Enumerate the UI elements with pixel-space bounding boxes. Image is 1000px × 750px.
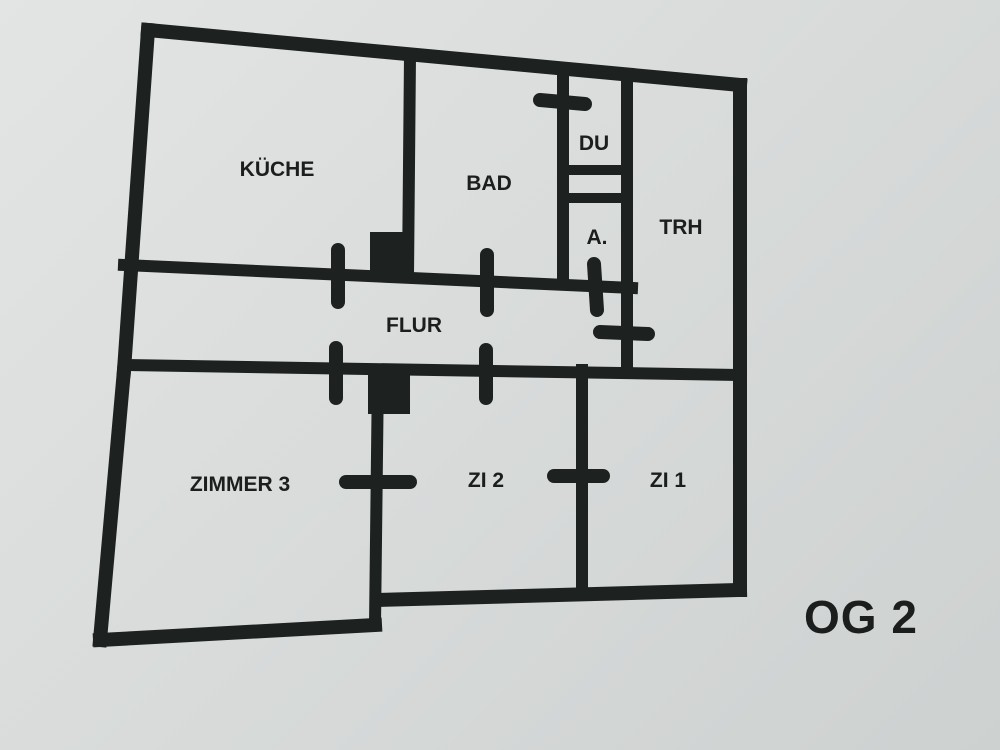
room-label-zi2: ZI 2 (468, 469, 504, 492)
interior-walls (117, 48, 747, 632)
room-label-bad: BAD (466, 172, 512, 195)
room-label-trh: TRH (659, 216, 702, 239)
floor-level-label: OG 2 (804, 591, 918, 643)
wall-left-upper (116, 22, 156, 378)
room-labels: KÜCHE BAD DU A. TRH FLUR ZIMMER 3 ZI 2 Z… (190, 132, 703, 496)
room-label-zi1: ZI 1 (650, 469, 686, 492)
wall-left-lower (92, 362, 132, 648)
door-trh-flur (593, 325, 655, 341)
room-label-a: A. (587, 226, 608, 249)
wall-bottom-left (92, 617, 383, 648)
wall-flur-bottom (117, 358, 747, 382)
doors (329, 93, 655, 489)
room-label-du: DU (579, 132, 609, 155)
shaft-upper (370, 232, 410, 276)
door-du (533, 93, 592, 111)
wall-flur-top (117, 258, 639, 295)
room-label-zimmer3: ZIMMER 3 (190, 473, 290, 496)
room-label-kueche: KÜCHE (240, 158, 315, 181)
wall-top (140, 22, 748, 93)
shaft-lower (368, 372, 410, 414)
room-label-flur: FLUR (386, 314, 442, 337)
outer-walls (92, 22, 748, 648)
wall-bottom-right (370, 582, 748, 608)
door-a-flur (587, 257, 604, 317)
